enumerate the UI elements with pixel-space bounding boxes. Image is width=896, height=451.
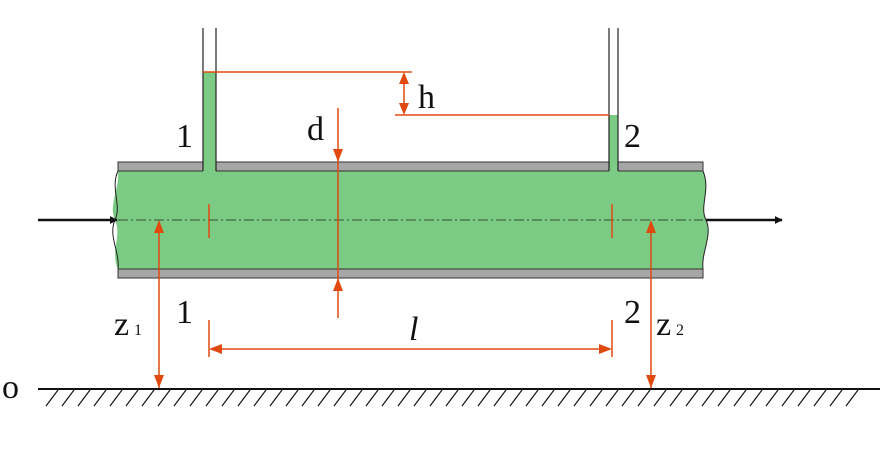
hatch-stroke [333, 389, 347, 407]
hatch-stroke [61, 389, 75, 407]
hatch-stroke [637, 389, 651, 407]
pipe-top-wall-left [117, 161, 204, 172]
hatch-stroke [541, 389, 555, 407]
hatch-stroke [733, 389, 747, 407]
section-1-bottom-label: 1 [176, 294, 193, 331]
z1-label: z [114, 306, 129, 343]
hatch-stroke [77, 389, 91, 407]
hatch-stroke [493, 389, 507, 407]
hatch-stroke [93, 389, 107, 407]
hatch-stroke [365, 389, 379, 407]
d-label: d [307, 111, 324, 148]
pipe-top-wall-right [617, 161, 704, 172]
hatch-stroke [589, 389, 603, 407]
h-arrow-bottom [399, 103, 409, 115]
hatch-stroke [829, 389, 843, 407]
hatch-stroke [557, 389, 571, 407]
hatch-stroke [397, 389, 411, 407]
hatch-stroke [173, 389, 187, 407]
hatch-stroke [109, 389, 123, 407]
hatch-stroke [653, 389, 667, 407]
hatch-stroke [525, 389, 539, 407]
hatch-stroke [285, 389, 299, 407]
hatch-stroke [269, 389, 283, 407]
h-label: h [418, 79, 435, 116]
hatch-stroke [429, 389, 443, 407]
hatch-stroke [253, 389, 267, 407]
z1-subscript: 1 [134, 322, 142, 339]
hatch-stroke [605, 389, 619, 407]
l-arrow-right [599, 344, 612, 354]
hatch-stroke [749, 389, 763, 407]
section-2-top-label: 2 [624, 118, 641, 155]
hatch-stroke [317, 389, 331, 407]
hatch-stroke [669, 389, 683, 407]
pipe-top-wall-mid [215, 161, 610, 172]
l-label: l [409, 311, 418, 348]
hatch-stroke [461, 389, 475, 407]
section-1-top-label: 1 [176, 118, 193, 155]
z1-arrow-top [154, 220, 164, 233]
hatch-stroke [717, 389, 731, 407]
hatch-stroke [573, 389, 587, 407]
hatch-stroke [621, 389, 635, 407]
hatch-stroke [157, 389, 171, 407]
hatch-stroke [845, 389, 859, 407]
datum-hatching [45, 389, 859, 407]
hatch-stroke [205, 389, 219, 407]
hatch-stroke [781, 389, 795, 407]
hatch-stroke [221, 389, 235, 407]
hatch-stroke [813, 389, 827, 407]
hatch-stroke [141, 389, 155, 407]
piezometer-2-fluid [609, 115, 618, 172]
hatch-stroke [381, 389, 395, 407]
z2-arrow-bottom [646, 375, 656, 388]
z1-arrow-bottom [154, 375, 164, 388]
hatch-stroke [797, 389, 811, 407]
z2-subscript: 2 [676, 322, 684, 339]
hatch-stroke [445, 389, 459, 407]
hatch-stroke [685, 389, 699, 407]
d-arrow-bottom [333, 278, 343, 291]
piezometer-1-fluid [203, 72, 216, 172]
hatch-stroke [509, 389, 523, 407]
pipe-bottom-wall [117, 268, 704, 279]
section-2-bottom-label: 2 [624, 294, 641, 331]
hatch-stroke [189, 389, 203, 407]
z2-label: z [656, 306, 671, 343]
hatch-stroke [477, 389, 491, 407]
l-arrow-left [209, 344, 222, 354]
hatch-stroke [701, 389, 715, 407]
d-arrow-top [333, 149, 343, 162]
hatch-stroke [125, 389, 139, 407]
z2-arrow-top [646, 220, 656, 233]
hatch-stroke [765, 389, 779, 407]
datum-label: o [2, 369, 19, 406]
hatch-stroke [349, 389, 363, 407]
hatch-stroke [301, 389, 315, 407]
h-arrow-top [399, 72, 409, 84]
hatch-stroke [45, 389, 59, 407]
hatch-stroke [237, 389, 251, 407]
hatch-stroke [413, 389, 427, 407]
